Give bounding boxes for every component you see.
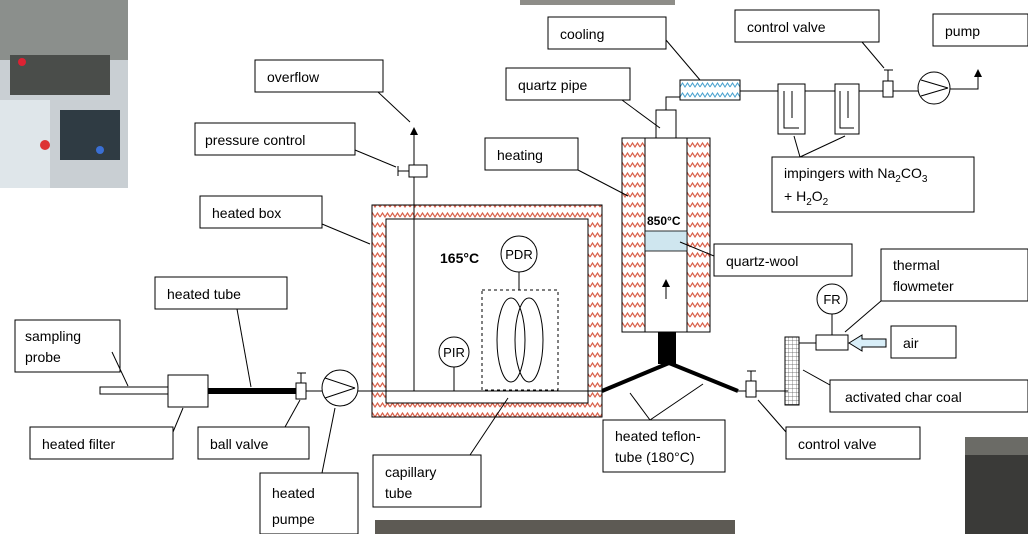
air-inlet-arrow <box>849 335 886 351</box>
ball-valve <box>296 373 322 399</box>
svg-text:pump: pump <box>945 23 980 39</box>
label-pump: pump <box>933 14 1028 46</box>
label-impingers: impingers with Na2CO3 + H2O2 <box>772 136 974 212</box>
svg-text:heated tube: heated tube <box>167 286 241 302</box>
impinger-2 <box>835 84 859 134</box>
svg-text:quartz pipe: quartz pipe <box>518 77 587 93</box>
label-activated-char-coal: activated char coal <box>803 370 1028 412</box>
label-ball-valve: ball valve <box>198 400 309 459</box>
svg-text:tube: tube <box>385 485 412 501</box>
label-heating: heating <box>485 138 628 196</box>
quartz-furnace: 850°C <box>622 110 710 332</box>
sampling-probe <box>100 387 168 394</box>
heated-filter <box>168 375 208 407</box>
quartz-pipe <box>656 110 676 138</box>
svg-text:heating: heating <box>497 147 543 163</box>
svg-text:pumpe: pumpe <box>272 511 315 527</box>
label-sampling-probe: sampling probe <box>15 320 128 386</box>
fr-label: FR <box>823 292 840 307</box>
heated-box <box>372 205 602 417</box>
svg-text:thermal: thermal <box>893 257 940 273</box>
svg-text:pressure control: pressure control <box>205 132 305 148</box>
svg-text:probe: probe <box>25 349 61 365</box>
svg-text:heated teflon-: heated teflon- <box>615 428 701 444</box>
svg-text:activated char coal: activated char coal <box>845 389 962 405</box>
label-heated-box: heated box <box>200 196 370 244</box>
svg-text:control valve: control valve <box>798 436 877 452</box>
label-pressure-control: pressure control <box>195 123 396 167</box>
svg-text:quartz-wool: quartz-wool <box>726 253 798 269</box>
svg-text:capillary: capillary <box>385 464 436 480</box>
svg-text:heated: heated <box>272 485 315 501</box>
label-overflow: overflow <box>255 60 410 122</box>
svg-text:control valve: control valve <box>747 19 826 35</box>
svg-text:heated filter: heated filter <box>42 436 115 452</box>
svg-text:flowmeter: flowmeter <box>893 278 954 294</box>
svg-text:sampling: sampling <box>25 328 81 344</box>
photo-fragment-top-center <box>520 0 675 5</box>
furnace-temperature: 850°C <box>647 214 681 228</box>
quartz-wool-plug <box>645 231 687 251</box>
pump <box>918 72 950 104</box>
label-heated-tube: heated tube <box>155 277 287 387</box>
pressure-control-valve <box>398 165 427 177</box>
box-temperature: 165°C <box>440 250 479 266</box>
pir-label: PIR <box>443 345 465 360</box>
svg-text:overflow: overflow <box>267 69 320 85</box>
control-valve-bottom <box>746 371 756 397</box>
label-quartz-pipe: quartz pipe <box>506 68 660 128</box>
photo-fragment-top-left <box>0 0 128 188</box>
svg-text:air: air <box>903 335 919 351</box>
heated-pump <box>322 370 358 406</box>
activated-char-coal <box>785 337 799 405</box>
heated-teflon-tube <box>602 332 738 391</box>
cooler <box>680 80 740 100</box>
photo-fragment-bottom-right <box>965 437 1028 534</box>
pdr-label: PDR <box>505 247 532 262</box>
svg-text:heated box: heated box <box>212 205 281 221</box>
photo-fragment-bottom-center <box>375 520 735 534</box>
label-control-valve-top: control valve <box>735 10 884 68</box>
label-heated-teflon-tube: heated teflon- tube (180°C) <box>603 384 725 472</box>
impinger-1 <box>778 84 805 134</box>
label-air: air <box>891 326 956 358</box>
control-valve-top <box>883 70 893 97</box>
svg-text:cooling: cooling <box>560 26 604 42</box>
svg-text:tube (180°C): tube (180°C) <box>615 449 695 465</box>
svg-text:ball valve: ball valve <box>210 436 269 452</box>
thermal-flowmeter: FR <box>816 284 848 350</box>
label-heated-filter: heated filter <box>30 408 183 459</box>
label-thermal-flowmeter: thermal flowmeter <box>845 249 1028 332</box>
